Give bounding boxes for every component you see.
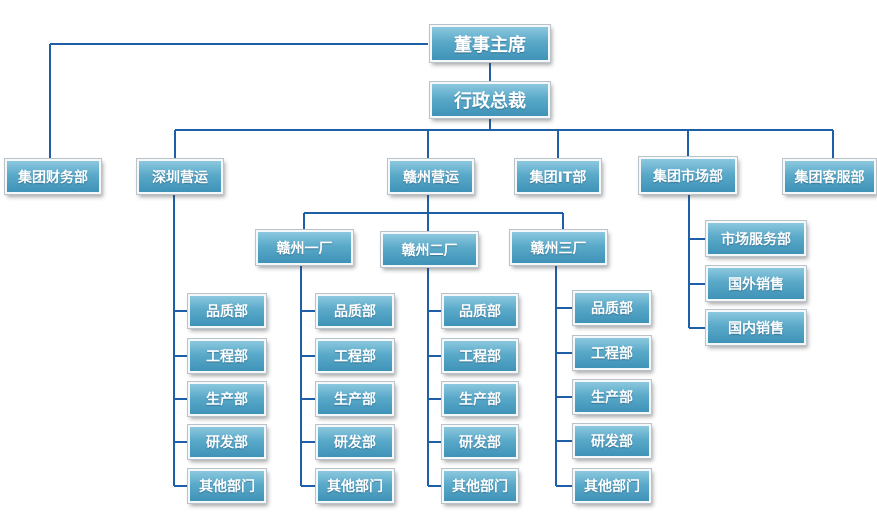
- factory-3-engineering-dept: 工程部: [573, 336, 651, 370]
- factory-2-quality-dept: 品质部: [442, 294, 518, 328]
- factory-1-box: 赣州一厂: [256, 230, 353, 265]
- factory-2-production-dept: 生产部: [442, 382, 518, 416]
- president-box: 行政总裁: [430, 82, 550, 118]
- factory-2-box: 赣州二厂: [381, 232, 478, 267]
- overseas-sales-dept: 国外销售: [706, 266, 806, 301]
- marketing-dept-box: 集团市场部: [639, 157, 737, 194]
- factory-3-quality-dept: 品质部: [573, 291, 651, 325]
- ganzhou-ops-box: 赣州营运: [388, 159, 474, 194]
- factory-3-box: 赣州三厂: [510, 230, 607, 265]
- factory-1-production-dept: 生产部: [316, 382, 394, 416]
- domestic-sales-dept: 国内销售: [706, 310, 806, 345]
- customer-service-box: 集团客服部: [783, 159, 876, 194]
- factory-3-other-depts: 其他部门: [573, 469, 651, 503]
- factory-3-production-dept: 生产部: [573, 380, 651, 414]
- factory-2-rnd-dept: 研发部: [442, 425, 518, 459]
- factory-1-other-depts: 其他部门: [316, 469, 394, 503]
- shenzhen-rnd-dept: 研发部: [188, 425, 266, 459]
- it-dept-box: 集团IT部: [515, 159, 601, 194]
- factory-2-other-depts: 其他部门: [442, 469, 518, 503]
- factory-3-rnd-dept: 研发部: [573, 424, 651, 458]
- shenzhen-other-depts: 其他部门: [188, 469, 266, 503]
- factory-2-engineering-dept: 工程部: [442, 339, 518, 373]
- shenzhen-quality-dept: 品质部: [188, 294, 266, 328]
- factory-1-quality-dept: 品质部: [316, 294, 394, 328]
- finance-dept-box: 集团财务部: [5, 159, 101, 194]
- shenzhen-ops-box: 深圳营运: [137, 159, 223, 194]
- shenzhen-engineering-dept: 工程部: [188, 339, 266, 373]
- shenzhen-production-dept: 生产部: [188, 382, 266, 416]
- factory-1-rnd-dept: 研发部: [316, 425, 394, 459]
- market-service-dept: 市场服务部: [706, 221, 806, 256]
- chairman-box: 董事主席: [430, 25, 550, 62]
- factory-1-engineering-dept: 工程部: [316, 339, 394, 373]
